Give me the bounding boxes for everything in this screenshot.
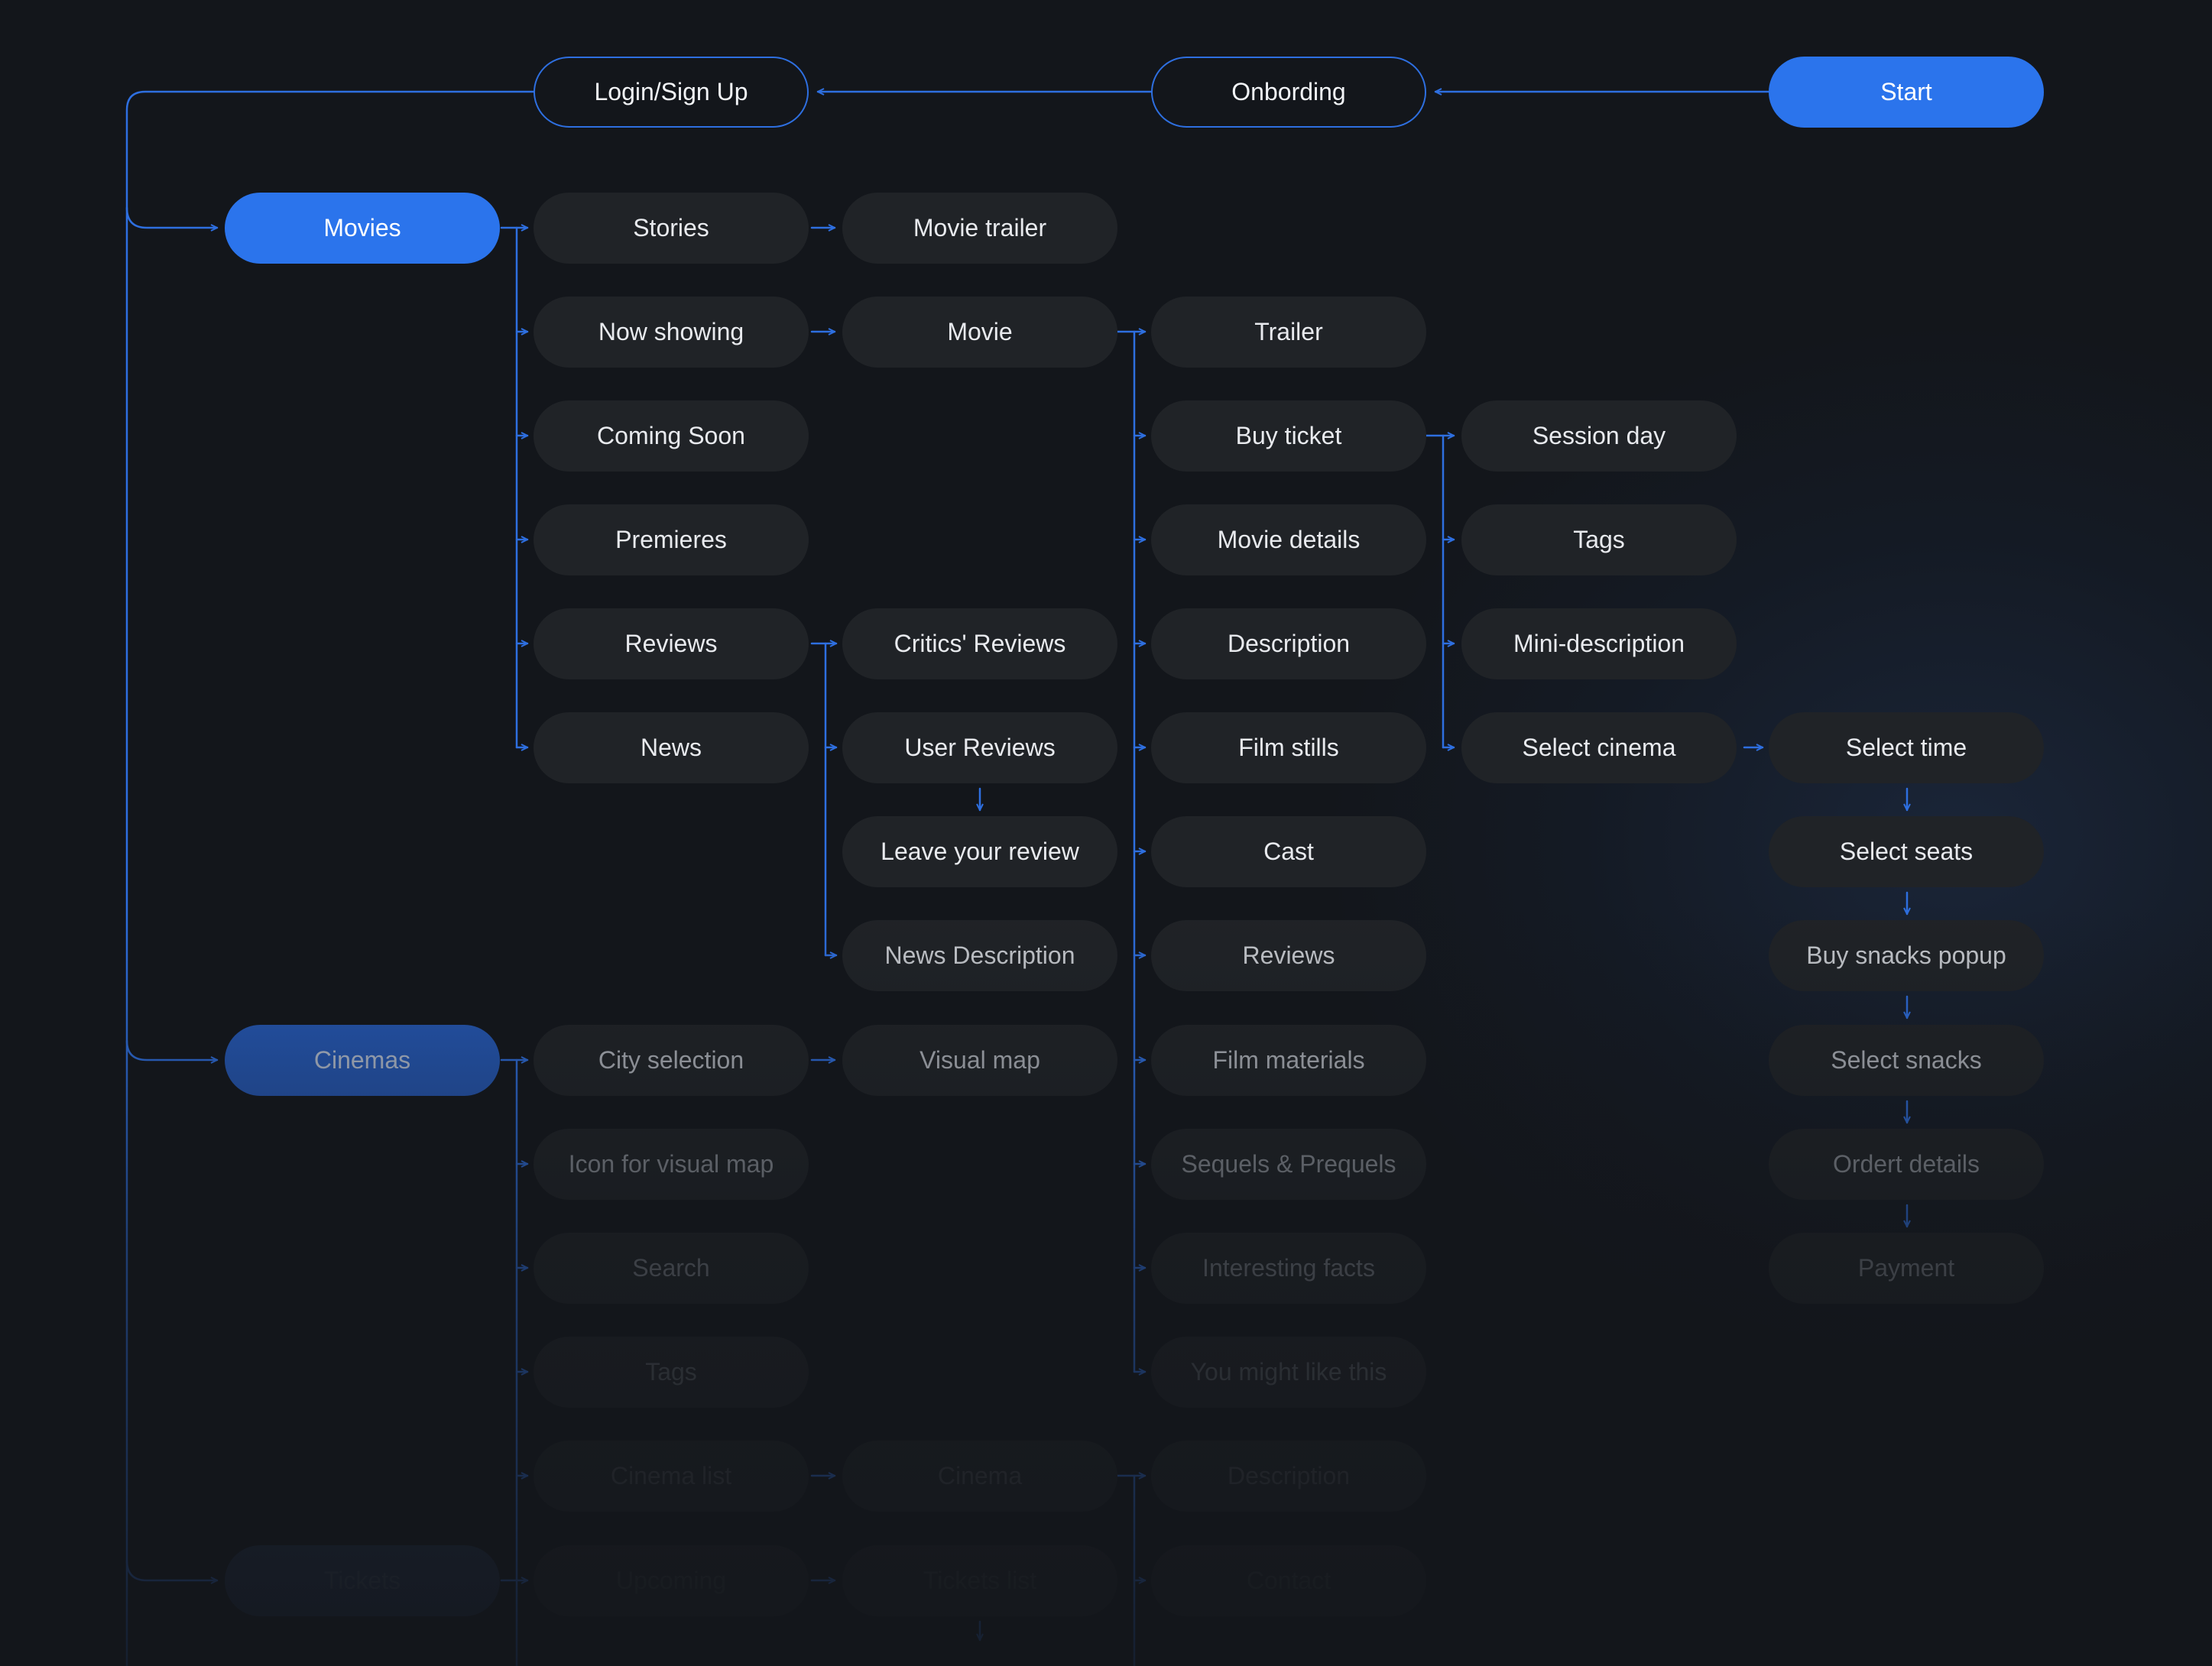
node-buy-ticket[interactable]: Buy ticket <box>1151 400 1426 472</box>
node-critics-reviews[interactable]: Critics' Reviews <box>842 608 1117 679</box>
node-movie[interactable]: Movie <box>842 297 1117 368</box>
node-stories[interactable]: Stories <box>534 193 809 264</box>
node-contact[interactable]: Contact <box>1151 1545 1426 1616</box>
node-reviews[interactable]: Reviews <box>534 608 809 679</box>
node-mini-description[interactable]: Mini-description <box>1461 608 1737 679</box>
node-tickets-list[interactable]: Tickets list <box>842 1545 1117 1616</box>
node-trailer[interactable]: Trailer <box>1151 297 1426 368</box>
node-select-seats[interactable]: Select seats <box>1769 816 2044 887</box>
node-order-details[interactable]: Ordert details <box>1769 1129 2044 1200</box>
node-news[interactable]: News <box>534 712 809 783</box>
node-session-day[interactable]: Session day <box>1461 400 1737 472</box>
node-you-might-like-this[interactable]: You might like this <box>1151 1337 1426 1408</box>
node-login-signup[interactable]: Login/Sign Up <box>534 57 809 128</box>
node-cinema[interactable]: Cinema <box>842 1441 1117 1512</box>
node-movies[interactable]: Movies <box>225 193 500 264</box>
node-upcoming[interactable]: Upcoming <box>534 1545 809 1616</box>
node-reviews-movie[interactable]: Reviews <box>1151 920 1426 991</box>
node-now-showing[interactable]: Now showing <box>534 297 809 368</box>
node-movie-details[interactable]: Movie details <box>1151 504 1426 575</box>
node-user-reviews[interactable]: User Reviews <box>842 712 1117 783</box>
node-sequels-prequels[interactable]: Sequels & Prequels <box>1151 1129 1426 1200</box>
node-film-stills[interactable]: Film stills <box>1151 712 1426 783</box>
node-cinema-list[interactable]: Cinema list <box>534 1441 809 1512</box>
node-onboarding[interactable]: Onbording <box>1151 57 1426 128</box>
node-select-cinema[interactable]: Select cinema <box>1461 712 1737 783</box>
node-cast[interactable]: Cast <box>1151 816 1426 887</box>
node-start[interactable]: Start <box>1769 57 2044 128</box>
node-icon-for-visual-map[interactable]: Icon for visual map <box>534 1129 809 1200</box>
node-premieres[interactable]: Premieres <box>534 504 809 575</box>
node-visual-map[interactable]: Visual map <box>842 1025 1117 1096</box>
node-interesting-facts[interactable]: Interesting facts <box>1151 1233 1426 1304</box>
node-cinemas[interactable]: Cinemas <box>225 1025 500 1096</box>
node-tickets[interactable]: Tickets <box>225 1545 500 1616</box>
node-search[interactable]: Search <box>534 1233 809 1304</box>
node-cinema-description[interactable]: Description <box>1151 1441 1426 1512</box>
node-tags-cinemas[interactable]: Tags <box>534 1337 809 1408</box>
node-film-materials[interactable]: Film materials <box>1151 1025 1426 1096</box>
node-tags-ticket[interactable]: Tags <box>1461 504 1737 575</box>
node-select-time[interactable]: Select time <box>1769 712 2044 783</box>
node-description[interactable]: Description <box>1151 608 1426 679</box>
node-movie-trailer[interactable]: Movie trailer <box>842 193 1117 264</box>
node-payment[interactable]: Payment <box>1769 1233 2044 1304</box>
node-select-snacks[interactable]: Select snacks <box>1769 1025 2044 1096</box>
node-leave-your-review[interactable]: Leave your review <box>842 816 1117 887</box>
node-city-selection[interactable]: City selection <box>534 1025 809 1096</box>
node-news-description[interactable]: News Description <box>842 920 1117 991</box>
node-coming-soon[interactable]: Coming Soon <box>534 400 809 472</box>
node-buy-snacks-popup[interactable]: Buy snacks popup <box>1769 920 2044 991</box>
